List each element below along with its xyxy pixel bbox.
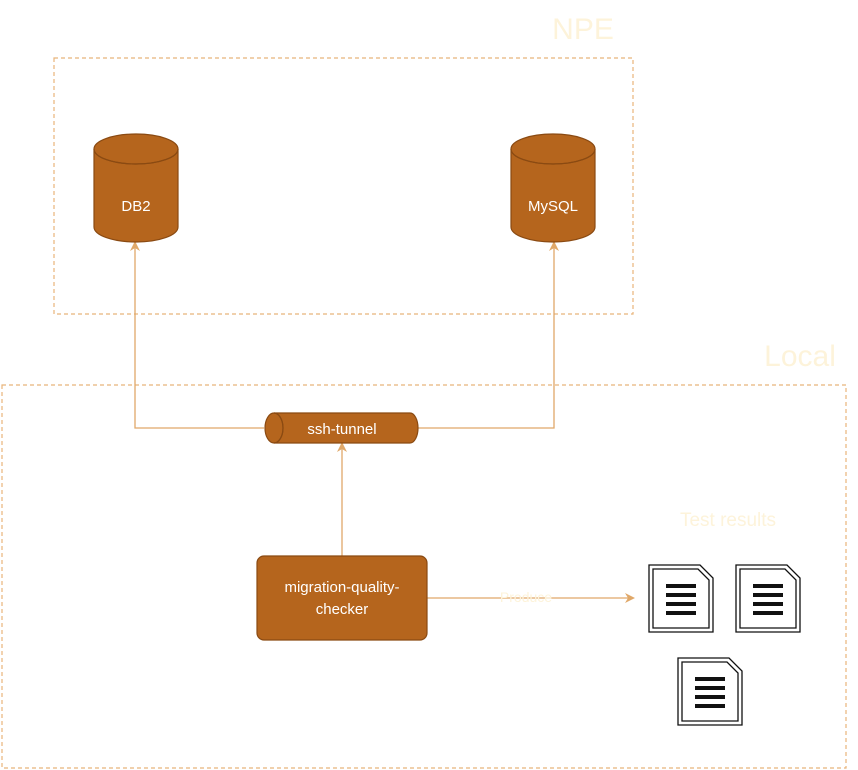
local-zone: Local: [1, 340, 847, 769]
test-results-group: Test results: [648, 510, 801, 726]
document-icon[interactable]: [677, 657, 743, 726]
checker-label-line1: migration-quality-: [284, 579, 399, 596]
local-zone-label: Local: [764, 340, 836, 373]
mysql-label: MySQL: [528, 198, 578, 215]
edge-tunnel-to-mysql: [418, 241, 559, 429]
document-icon[interactable]: [735, 564, 801, 633]
document-icon[interactable]: [648, 564, 714, 633]
mysql-cylinder-icon: [510, 149, 596, 243]
db2-label: DB2: [121, 198, 150, 215]
npe-zone: NPE: [53, 13, 634, 315]
ssh-tunnel-pipe-icon: [274, 412, 419, 444]
ssh-tunnel-node[interactable]: ssh-tunnel: [264, 412, 419, 444]
db2-database-node[interactable]: DB2: [93, 133, 179, 243]
db2-cylinder-icon: [93, 149, 179, 243]
npe-zone-border: [53, 57, 634, 315]
checker-box: [256, 555, 428, 641]
checker-label-line2: checker: [316, 601, 369, 618]
edge-tunnel-to-db2: [130, 241, 264, 429]
edge-produce-label: Produce: [500, 589, 552, 605]
mysql-database-node[interactable]: MySQL: [510, 133, 596, 243]
ssh-tunnel-label: ssh-tunnel: [307, 421, 376, 438]
npe-zone-label: NPE: [552, 13, 614, 46]
local-zone-border: [1, 384, 847, 769]
migration-quality-checker-node[interactable]: migration-quality- checker: [256, 555, 428, 641]
edges: Produce: [130, 241, 635, 605]
test-results-label: Test results: [680, 510, 776, 531]
